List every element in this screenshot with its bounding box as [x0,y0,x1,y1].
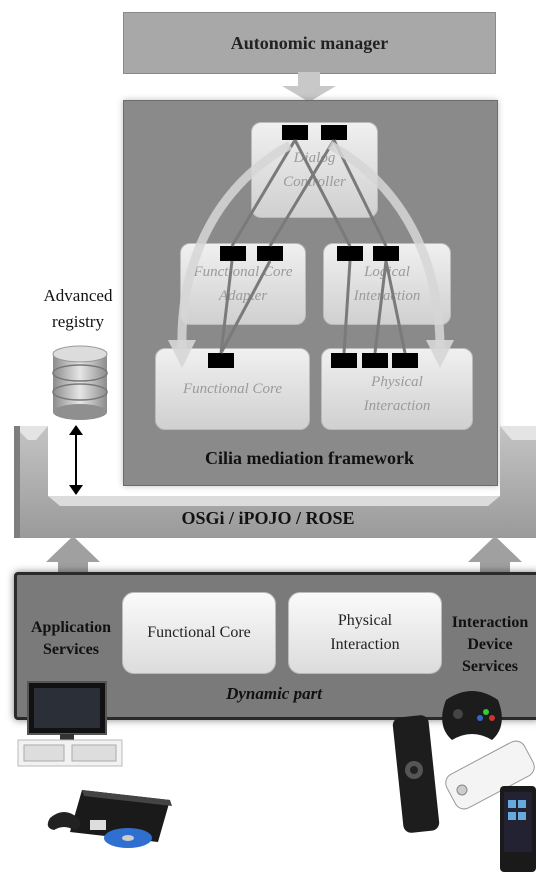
physical-interaction-inner-label: Physical Interaction [363,374,431,414]
port [220,246,246,261]
remote-control-icon [392,715,440,833]
port [257,246,283,261]
application-services-text: Application Services [30,619,111,658]
functional-core-service: Functional Core [122,592,276,674]
registry-label-text: Advanced registry [43,286,113,331]
tv-icon [17,681,123,767]
physical-interaction-service-label: Physical Interaction [330,612,400,653]
port [392,353,418,368]
registry-label: Advanced registry [22,283,134,335]
autonomic-manager-label: Autonomic manager [230,32,389,53]
database-icon [52,345,108,420]
interaction-device-services-label: Interaction Device Services [444,612,536,678]
functional-core-inner-label: Functional Core [182,381,283,397]
game-controller-icon [442,691,502,740]
application-services-label: Application Services [18,617,124,661]
port [282,125,308,140]
cilia-title: Cilia mediation framework [205,448,414,468]
port [331,353,357,368]
port [373,246,399,261]
port [208,353,234,368]
registry-double-arrow [69,425,83,495]
autonomic-manager-box: Autonomic manager [123,12,496,74]
port [337,246,363,261]
mobile-phone-icon [500,786,536,872]
port [362,353,388,368]
dynamic-part-label: Dynamic part [226,684,322,703]
wii-remote-icon [445,740,535,810]
physical-interaction-service: Physical Interaction [288,592,442,674]
game-console-icon [47,790,172,848]
interaction-device-services-text: Interaction Device Services [451,614,529,675]
port [321,125,347,140]
platform-label: OSGi / iPOJO / ROSE [181,508,355,528]
functional-core-service-label: Functional Core [147,624,251,641]
